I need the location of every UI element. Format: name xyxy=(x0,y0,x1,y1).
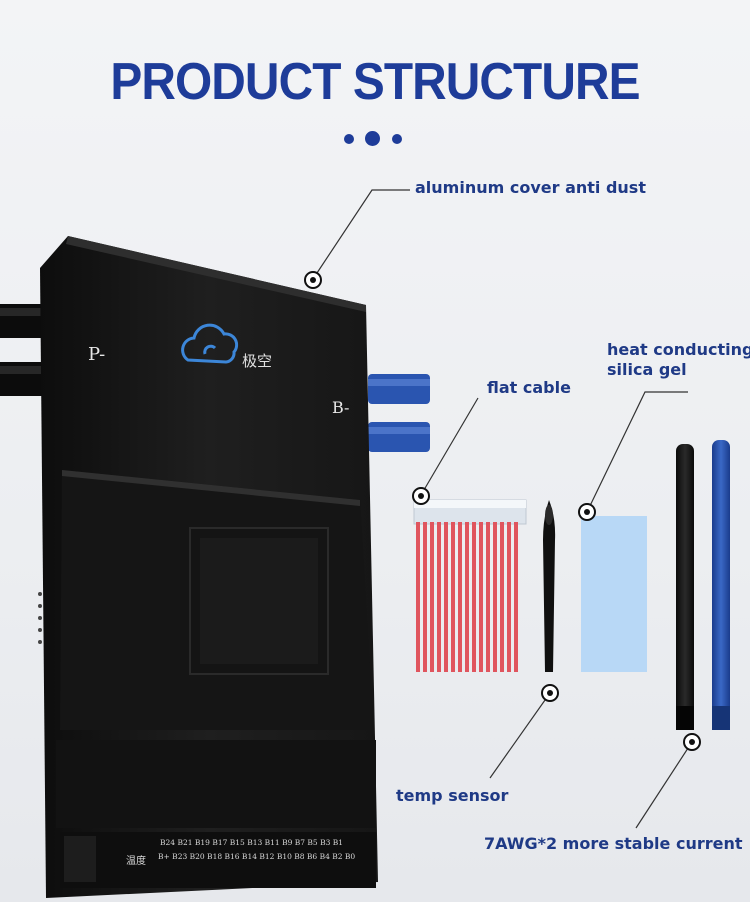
temp-sensor-label: temp sensor xyxy=(396,786,509,805)
aluminum-cover-label: aluminum cover anti dust xyxy=(415,178,646,197)
flat-cable xyxy=(413,499,527,672)
title-divider-dots xyxy=(342,128,412,148)
wire-label: 7AWG*2 more stable current xyxy=(484,834,743,853)
bms-board xyxy=(38,236,378,898)
pin-labels-top: B24 B21 B19 B17 B15 B13 B11 B9 B7 B5 B3 … xyxy=(160,838,344,847)
temp-label: 温度 xyxy=(126,856,146,867)
pin-labels-bottom: B+ B23 B20 B18 B16 B14 B12 B10 B8 B6 B4 … xyxy=(158,852,356,861)
b-minus-cables xyxy=(368,374,430,452)
leader-lines xyxy=(312,189,693,829)
p-minus-label: P- xyxy=(88,344,106,365)
page-title: PRODUCT STRUCTURE xyxy=(110,53,640,111)
b-minus-label: B- xyxy=(332,398,350,417)
temp-sensor xyxy=(543,500,556,672)
callout-markers xyxy=(304,271,701,751)
heat-conducting-label-line1: heat conducting xyxy=(607,340,750,359)
flat-cable-label: flat cable xyxy=(487,378,571,397)
brand-label: 极空 xyxy=(242,352,273,370)
awg-wires xyxy=(676,440,730,730)
heat-conducting-label-line2: silica gel xyxy=(607,360,687,379)
silica-gel-pad xyxy=(581,516,647,672)
flat-cable-wires xyxy=(416,522,518,672)
cloud-logo-icon xyxy=(181,323,239,364)
